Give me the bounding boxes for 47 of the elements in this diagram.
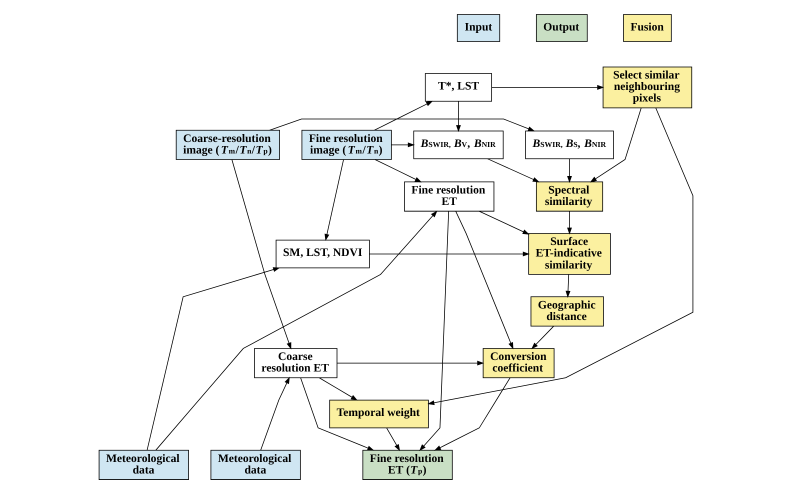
node-box: Coarse-resolution image (Tm/Tn/Tp) — [175, 130, 280, 160]
node-box: Select similar neighbouring pixels — [602, 66, 692, 108]
arrow — [434, 377, 510, 451]
node-box: T*, LST — [424, 73, 492, 102]
legend-label: Output — [542, 20, 579, 34]
arrow — [146, 267, 280, 451]
arrow — [426, 108, 693, 406]
arrow — [260, 376, 290, 451]
node-box: Temporal weight — [328, 400, 428, 428]
legend-label: Input — [464, 20, 492, 34]
node-box: Conversion coefficient — [482, 348, 554, 378]
arrow — [336, 360, 484, 366]
node-box: Fine resolution image (Tm/Tn) — [301, 130, 392, 160]
arrow — [324, 159, 344, 241]
arrow — [154, 210, 437, 451]
node-box: Geographic distance — [530, 296, 604, 326]
arrow — [418, 211, 449, 452]
arrow — [566, 211, 572, 235]
node-box: SM, LST, NDVI — [275, 240, 370, 268]
arrow — [231, 159, 291, 350]
node-box: Fine resolution ET (Tp) — [362, 450, 452, 480]
legend-label: Fusion — [630, 20, 664, 34]
arrow — [318, 378, 358, 401]
arrow — [374, 100, 433, 131]
node-box: BSWIR, BV, BNIR — [412, 130, 504, 160]
node-box: Meteorological data — [210, 450, 300, 480]
node-box: Meteorological data — [98, 450, 188, 480]
arrow — [386, 428, 400, 452]
arrow — [374, 159, 422, 182]
arrow — [390, 142, 414, 148]
arrow — [490, 84, 604, 90]
arrow — [454, 210, 513, 350]
arrow — [486, 158, 540, 182]
arrow — [589, 108, 642, 182]
arrow — [456, 101, 460, 132]
node-box: Spectral similarity — [535, 182, 603, 212]
node-box: BSWIR, BS, BNIR — [524, 130, 614, 160]
node-box: Fine resolution ET — [404, 182, 494, 212]
arrow — [530, 326, 554, 350]
node-box: Surface ET-indicative similarity — [528, 233, 610, 275]
arrow — [368, 252, 530, 256]
arrow — [268, 118, 534, 132]
node-box: Coarse resolution ET — [254, 348, 337, 378]
arrow — [300, 377, 374, 451]
arrow — [478, 210, 530, 235]
arrow — [565, 274, 570, 298]
arrow — [566, 158, 572, 183]
